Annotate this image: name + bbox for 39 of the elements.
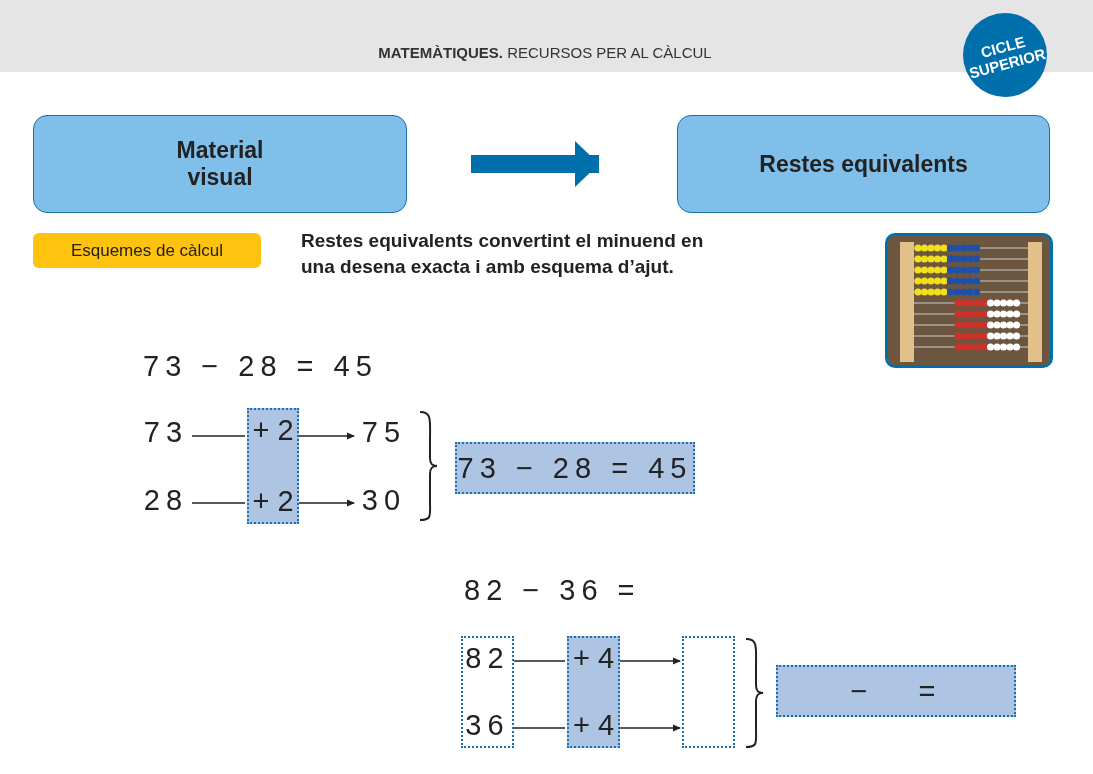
answer-box [776, 665, 1016, 717]
math-text: + 2 [252, 485, 294, 518]
description-text: Restes equivalents convertint el minuend en una desena exacta i amb esquema d’ajut. [301, 229, 705, 279]
connector-line [513, 660, 566, 662]
number-text: 82 [465, 642, 510, 675]
arrow [298, 432, 355, 440]
number-column-box [247, 408, 299, 524]
answer-box [682, 636, 735, 748]
title-box [677, 115, 1050, 213]
number-text: 28 [140, 480, 192, 520]
math-text: + 4 [572, 709, 615, 742]
math-text: + 2 [252, 414, 294, 447]
arrow [471, 141, 599, 187]
abacus-photo-placeholder [885, 233, 1053, 368]
connector-line [191, 502, 246, 504]
title-box [33, 115, 407, 213]
connector-line [513, 727, 566, 729]
arrow [619, 724, 681, 732]
number-text: 30 [356, 480, 412, 520]
number-text: 36 [465, 709, 510, 742]
heading-text: Esquemes de càlcul [70, 240, 224, 261]
tag-label [33, 233, 261, 268]
heading-text: Material visual [175, 137, 265, 191]
number-text: 73 − 28 = 45 [457, 451, 693, 485]
number-text: 73 [140, 412, 192, 452]
math-text: + 4 [572, 642, 615, 675]
connector-line [191, 435, 246, 437]
arrow [298, 499, 355, 507]
answer-box [455, 442, 695, 494]
equation-text: 73 − 28 = 45 [143, 350, 378, 383]
number-column-box [567, 636, 620, 748]
equation-text: 82 − 36 = [464, 574, 641, 607]
number-text: 75 [356, 412, 412, 452]
heading-text: Restes equivalents [759, 150, 968, 178]
arrow [619, 657, 681, 665]
page-title: MATEMÀTIQUES. RECURSOS PER AL CÀLCUL [377, 44, 713, 61]
number-column-box [461, 636, 514, 748]
math-text: = [918, 674, 942, 708]
math-text: − [850, 674, 874, 708]
